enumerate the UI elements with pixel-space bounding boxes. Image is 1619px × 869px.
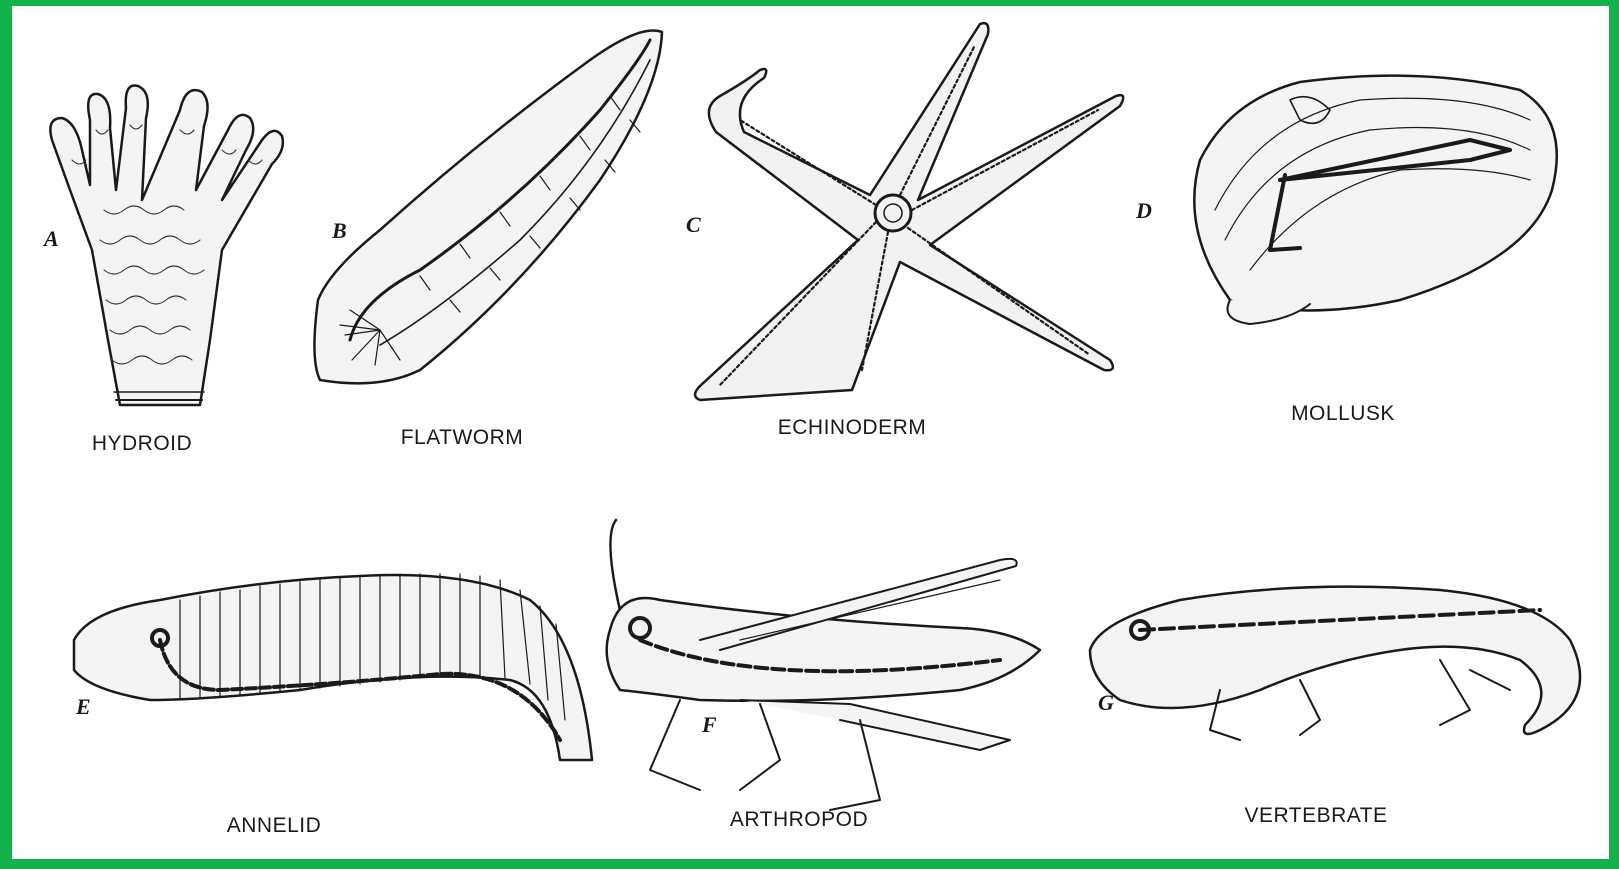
panel-name-echinoderm: ECHINODERM — [778, 416, 927, 440]
panel-name-vertebrate: VERTEBRATE — [1244, 804, 1387, 828]
vertebrate-drawing — [1090, 587, 1580, 740]
panel-letter-b: B — [332, 218, 347, 244]
panel-name-annelid: ANNELID — [227, 814, 322, 838]
echinoderm-drawing — [695, 23, 1123, 400]
panel-name-hydroid: HYDROID — [92, 432, 192, 456]
panel-letter-f: F — [702, 712, 717, 738]
panel-name-arthropod: ARTHROPOD — [730, 808, 868, 832]
panel-letter-d: D — [1136, 198, 1152, 224]
mollusk-drawing — [1194, 76, 1556, 324]
panel-letter-g: G — [1098, 690, 1114, 716]
arthropod-drawing — [607, 520, 1040, 810]
hydroid-drawing — [50, 85, 283, 405]
annelid-drawing — [74, 574, 592, 760]
panel-letter-c: C — [686, 212, 701, 238]
panel-letter-e: E — [76, 694, 91, 720]
panel-letter-a: A — [44, 226, 59, 252]
panel-name-flatworm: FLATWORM — [401, 426, 524, 450]
flatworm-drawing — [314, 31, 662, 384]
panel-name-mollusk: MOLLUSK — [1291, 402, 1395, 426]
